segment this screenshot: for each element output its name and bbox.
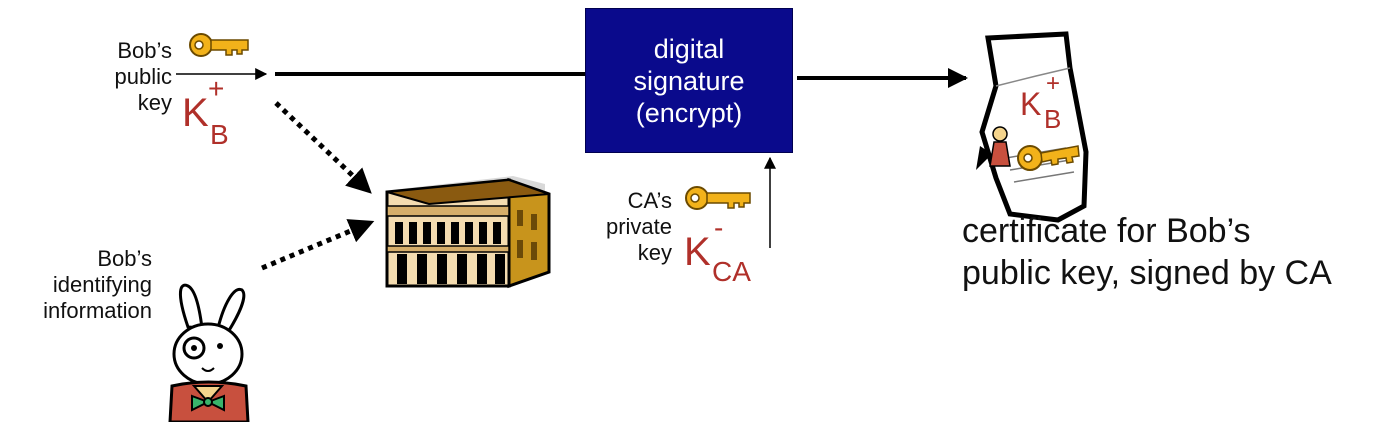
signature-line: (encrypt) <box>635 97 743 128</box>
label-line: identifying <box>52 272 152 297</box>
label-line: Bob’s <box>117 38 172 63</box>
label-line: public <box>114 64 172 89</box>
label-line: Bob’s <box>97 246 152 271</box>
caption-line: certificate for Bob’s <box>962 212 1251 250</box>
label-line: information <box>43 298 152 323</box>
label-line: CA’s <box>627 188 672 213</box>
ca-key-icon <box>685 186 751 210</box>
key-subscript: CA <box>712 256 751 287</box>
key-letter: K <box>684 230 711 274</box>
signature-line: signature <box>633 65 745 96</box>
certificate-caption: certificate for Bob’s public key, signed… <box>962 210 1332 294</box>
label-line: private <box>605 214 672 239</box>
key-subscript: B <box>210 119 229 150</box>
key-superscript: + <box>208 73 225 104</box>
signature-line: digital <box>653 33 725 64</box>
key-letter: K <box>1020 86 1042 122</box>
certificate-key-symbol: K + B <box>1020 70 1080 148</box>
ca-building-illustration <box>385 176 551 289</box>
ca-private-key-label: CA’s private key <box>570 188 672 266</box>
key-superscript: + <box>1046 70 1061 97</box>
bob-bunny-illustration <box>168 283 250 422</box>
certificate-illustration <box>976 31 1089 223</box>
label-line: key <box>637 240 672 265</box>
bob-key-icon <box>189 33 249 57</box>
key-letter: K <box>182 91 209 135</box>
bob-identifying-info-label: Bob’s identifying information <box>0 246 152 324</box>
label-line: key <box>137 90 172 115</box>
dotted-arrow-info-to-ca <box>261 219 375 271</box>
dotted-arrow-key-to-ca <box>274 101 372 194</box>
bob-public-key-symbol: K + B <box>182 73 242 153</box>
ca-private-key-symbol: K - CA <box>684 212 774 292</box>
key-subscript: B <box>1044 104 1062 134</box>
digital-signature-box: digital signature (encrypt) <box>585 8 793 153</box>
bob-public-key-label: Bob’s public key <box>70 38 172 116</box>
key-superscript: - <box>714 212 724 243</box>
caption-line: public key, signed by CA <box>962 254 1332 292</box>
